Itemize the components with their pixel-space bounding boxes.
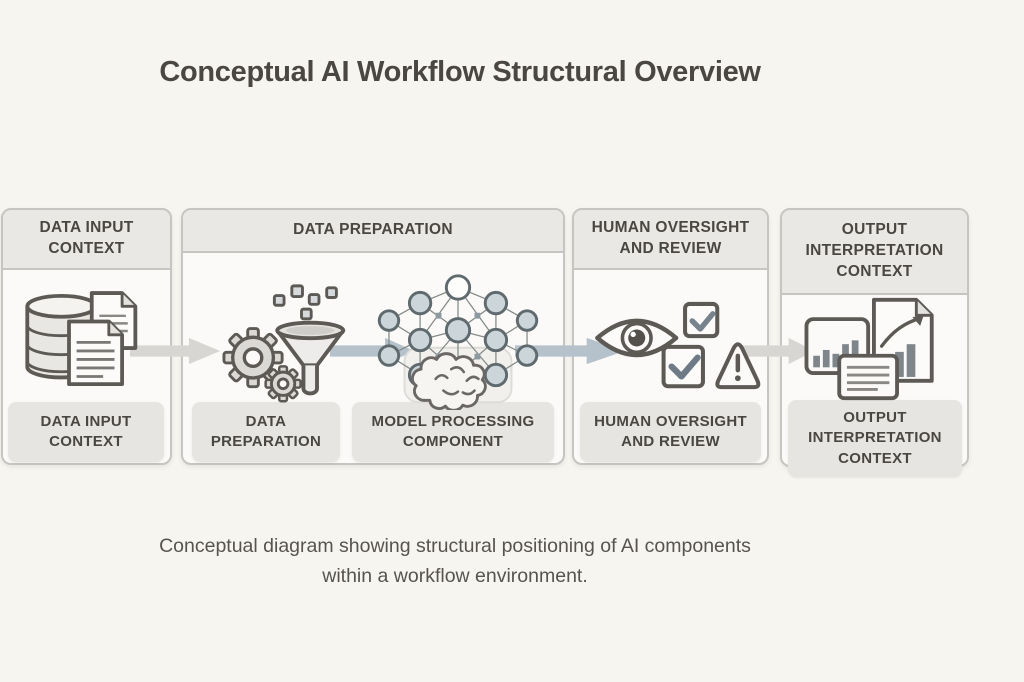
panel-header-output-interpretation: OUTPUT INTERPRETATION CONTEXT: [782, 210, 967, 295]
diagram-caption: Conceptual diagram showing structural po…: [159, 535, 751, 588]
note-card-icon: [837, 353, 899, 401]
label-model-processing: MODEL PROCESSING COMPONENT: [352, 402, 554, 462]
funnel-icon: [275, 320, 346, 396]
eye-icon: [595, 318, 679, 358]
page-title: Conceptual AI Workflow Structural Overvi…: [159, 56, 761, 88]
panel-header-human-oversight: HUMAN OVERSIGHT AND REVIEW: [574, 210, 767, 270]
arrow-right-icon: [515, 335, 627, 367]
small-gear-icon: [264, 365, 302, 403]
checkbox-icon: [661, 344, 705, 389]
data-squares-icon: [272, 284, 338, 321]
label-data-preparation: DATA PREPARATION: [192, 402, 340, 462]
label-data-input-context: DATA INPUT CONTEXT: [8, 402, 164, 462]
gear-icon: [222, 327, 284, 389]
document-icon: [67, 319, 124, 386]
human-oversight-icons: [592, 293, 762, 399]
output-interpretation-icons: [803, 296, 941, 402]
arrow-right-icon: [740, 335, 816, 367]
warning-triangle-icon: [715, 342, 761, 390]
brain-icon: [410, 352, 487, 410]
panel-header-data-input-context: DATA INPUT CONTEXT: [3, 210, 170, 270]
model-processing-icons: [375, 270, 541, 410]
label-output-interpretation: OUTPUT INTERPRETATION CONTEXT: [788, 400, 962, 477]
data-input-icons: [14, 283, 142, 397]
arrow-right-icon: [130, 335, 222, 367]
panel-header-data-preparation: DATA PREPARATION: [183, 210, 563, 253]
checkbox-icon: [683, 301, 720, 339]
data-preparation-icons: [216, 282, 356, 408]
label-human-oversight: HUMAN OVERSIGHT AND REVIEW: [580, 402, 761, 462]
